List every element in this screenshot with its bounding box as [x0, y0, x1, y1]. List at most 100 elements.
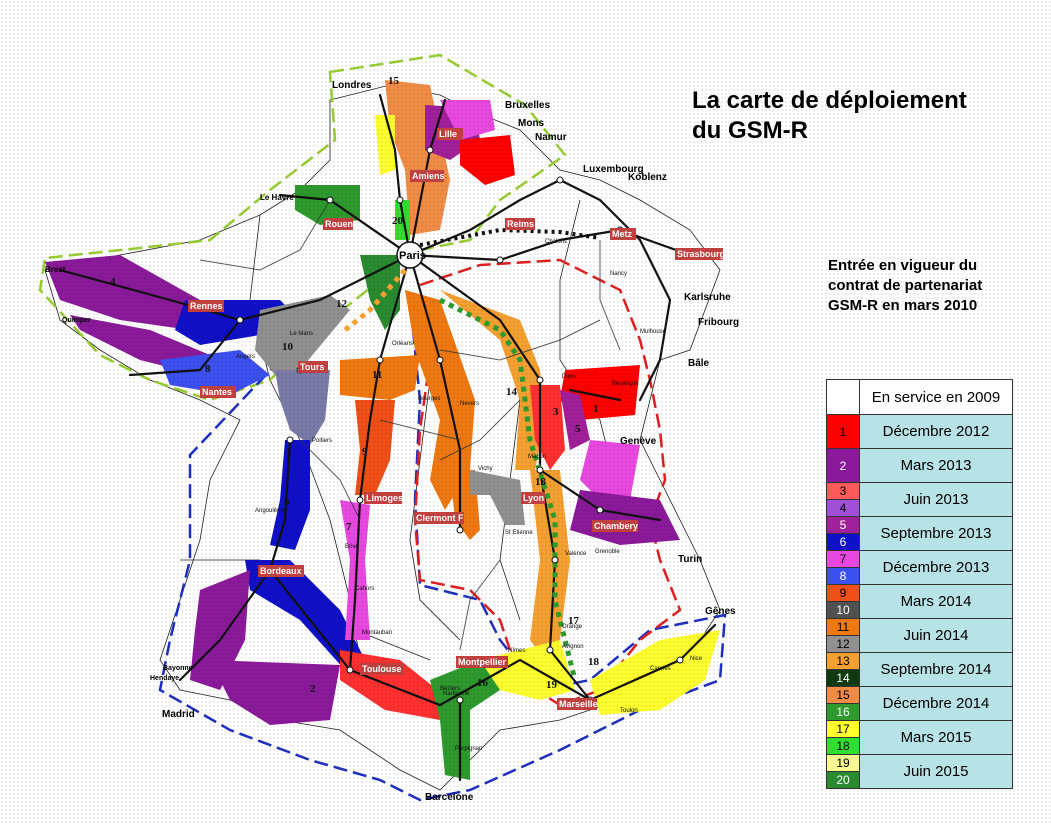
paris-hub	[396, 241, 424, 269]
legend-label: Mars 2013	[859, 448, 1013, 483]
city-orange: Orange	[562, 624, 583, 630]
city-besancon: Besançon	[612, 381, 639, 387]
section-label-20: 20	[392, 215, 404, 227]
legend-swatch-3: 3	[826, 482, 860, 500]
contract-note: Entrée en vigueur du contrat de partenar…	[828, 256, 982, 316]
city-angouleme: Angoulême	[255, 508, 286, 514]
city-bourges: Bourges	[418, 396, 440, 402]
city-clermont: Clermont F	[416, 513, 464, 523]
city-geneve: Genève	[620, 436, 657, 447]
legend-label: Septembre 2013	[859, 516, 1013, 551]
city-le-havre: Le Havre	[260, 193, 294, 202]
legend-swatch-12: 12	[826, 635, 860, 653]
city-beziers: Béziers	[440, 686, 460, 692]
city-namur: Namur	[535, 132, 567, 143]
section-label-15: 15	[388, 75, 400, 87]
city-tours: Tours	[300, 362, 324, 372]
city-turin: Turin	[678, 554, 702, 565]
legend-swatch-20: 20	[826, 771, 860, 789]
legend-swatch-18: 18	[826, 737, 860, 755]
legend-swatch-19: 19	[826, 754, 860, 772]
city-dijon: Dijon	[562, 374, 576, 380]
city-narbonne: Narbonne	[443, 691, 470, 697]
city-st-etienne: St Etienne	[505, 530, 533, 536]
city-cannes: Cannes	[650, 666, 671, 672]
dotted-route-south-east	[438, 297, 578, 681]
dotted-route-east	[419, 227, 601, 247]
city-londres: Londres	[332, 80, 372, 91]
legend-row: 10	[826, 601, 1013, 619]
legend-label: Mars 2015	[859, 720, 1013, 755]
city-lyon: Lyon	[523, 493, 544, 503]
city-lille: Lille	[439, 129, 457, 139]
section-label-12: 12	[336, 298, 348, 310]
city-nancy: Nancy	[610, 271, 627, 277]
map-title-line2: du GSM-R	[692, 117, 808, 144]
city-rouen: Rouen	[325, 219, 353, 229]
city-luxembourg: Luxembourg	[583, 164, 644, 175]
legend-swatch-7: 7	[826, 550, 860, 568]
city-marseille: Marseille	[559, 699, 598, 709]
legend-swatch-4: 4	[826, 499, 860, 517]
map-title: La carte de déploiement du GSM-R	[692, 86, 967, 146]
legend-row: 18	[826, 737, 1013, 755]
legend-label: Décembre 2013	[859, 550, 1013, 585]
legend-row-in-service: En service en 2009	[826, 379, 1013, 415]
city-grenoble: Grenoble	[595, 549, 620, 555]
city-avignon: Avignon	[562, 644, 584, 650]
section-label-1: 1	[593, 403, 599, 415]
city-poitiers: Poitiers	[312, 438, 332, 444]
dotted-route-west	[343, 268, 407, 332]
city-le-mans: Le Mans	[290, 331, 313, 337]
city-brest: Brest	[45, 265, 66, 274]
section-label-14: 14	[506, 386, 518, 398]
city-hendaye: Hendaye	[150, 675, 179, 682]
city-strasbourg: Strasbourg	[677, 249, 725, 259]
legend-swatch-5: 5	[826, 516, 860, 534]
city-madrid: Madrid	[162, 709, 195, 720]
section-label-2: 2	[310, 683, 316, 695]
section-label-3: 3	[553, 406, 559, 418]
secondary-rail-lines	[199, 199, 621, 651]
city-montpellier: Montpellier	[458, 657, 506, 667]
city-metz: Metz	[612, 229, 632, 239]
city-genes: Gênes	[705, 606, 736, 617]
city-bale: Bâle	[688, 358, 710, 369]
city-nimes: Nîmes	[508, 648, 525, 654]
city-toulon: Toulon	[620, 708, 638, 714]
city-orleans: Orléans	[392, 341, 413, 347]
section-label-7: 7	[346, 521, 352, 533]
section-label-17: 17	[568, 615, 580, 627]
city-montauban: Montauban	[362, 630, 392, 636]
legend-row: 4	[826, 499, 1013, 517]
city-nevers: Nevers	[460, 401, 479, 407]
legend-row: 16	[826, 703, 1013, 721]
city-bordeaux: Bordeaux	[260, 566, 302, 576]
city-limoges: Limoges	[366, 493, 403, 503]
city-perpignan: Perpignan	[455, 746, 482, 752]
legend-swatch-8: 8	[826, 567, 860, 585]
legend-row: 20	[826, 771, 1013, 789]
section-label-10: 10	[282, 341, 294, 353]
legend-label: Mars 2014	[859, 584, 1013, 619]
legend-row: 6	[826, 533, 1013, 551]
legend-swatch-16: 16	[826, 703, 860, 721]
legend-swatch-6: 6	[826, 533, 860, 551]
contract-note-line1: Entrée en vigueur du	[828, 257, 978, 274]
legend-swatch-17: 17	[826, 720, 860, 738]
legend-row: 12	[826, 635, 1013, 653]
city-nantes: Nantes	[202, 387, 232, 397]
legend-swatch-1: 1	[826, 414, 860, 449]
city-macon: Mâcon	[528, 454, 546, 460]
section-label-18: 18	[588, 656, 600, 668]
